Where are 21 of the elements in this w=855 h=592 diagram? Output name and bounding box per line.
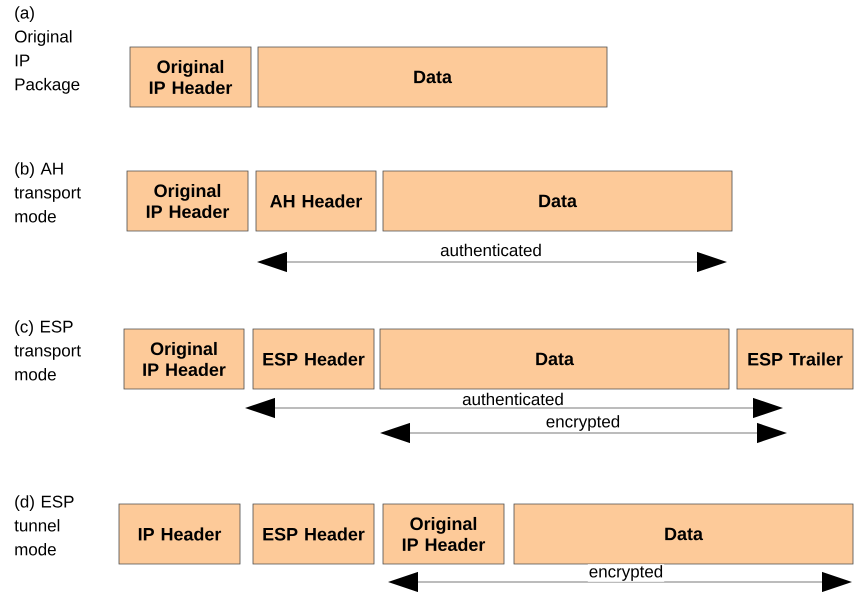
header-field-box: Original IP Header	[130, 46, 252, 108]
header-field-box: Original IP Header	[124, 328, 244, 390]
row-label: (b) AH transport mode	[14, 162, 81, 222]
range-label: authenticated	[461, 392, 565, 406]
range-label: encrypted	[544, 414, 622, 432]
header-field-box: Original IP Header	[382, 504, 504, 564]
range-label: authenticated	[439, 242, 543, 258]
header-field-box: ESP Header	[252, 328, 374, 390]
row-label: (d) ESP tunnel mode	[14, 495, 74, 556]
row-label: (a) Original IP Package	[15, 6, 80, 94]
header-field-box: Data	[382, 170, 732, 232]
header-field-box: Data	[258, 46, 608, 108]
header-field-box: ESP Trailer	[736, 328, 854, 390]
header-field-box: Data	[514, 504, 854, 564]
header-field-box: ESP Header	[252, 504, 374, 564]
header-field-box: Original IP Header	[126, 170, 248, 232]
header-field-box: IP Header	[118, 504, 240, 564]
range-label: encrypted	[588, 564, 664, 582]
header-field-box: Data	[380, 328, 730, 390]
row-label: (c) ESP transport mode	[14, 320, 81, 380]
header-field-box: AH Header	[256, 170, 376, 232]
